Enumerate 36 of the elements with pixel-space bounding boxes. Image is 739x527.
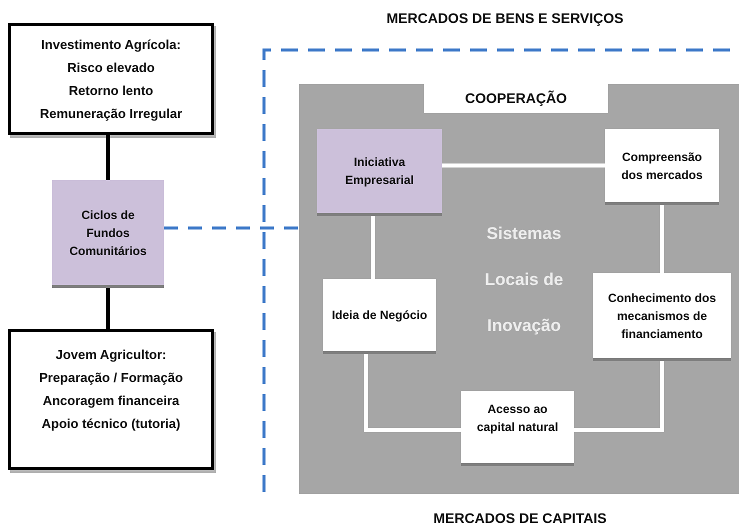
connector-line (574, 358, 664, 432)
box-text: Apoio técnico (tutoria) (42, 414, 180, 433)
connector-line (371, 213, 375, 279)
market-title: MERCADOS DE CAPITAIS (433, 510, 607, 526)
box-text: Risco elevado (67, 59, 155, 77)
process-box (461, 391, 574, 463)
connector-line (106, 135, 110, 180)
process-box (317, 129, 442, 213)
process-box (323, 279, 436, 351)
process-box (52, 180, 164, 285)
box-text: Acesso ao capital natural (476, 401, 560, 436)
connector-line (660, 202, 664, 273)
process-box (605, 129, 719, 202)
connector-line (364, 351, 461, 432)
process-box (593, 273, 731, 358)
info-box (8, 329, 214, 470)
connector-line (164, 226, 299, 230)
center-title: Sistemas Locais de Inovação (484, 223, 564, 337)
system-panel (299, 84, 739, 494)
box-text: Retorno lento (68, 82, 154, 100)
box-heading: Investimento Agrícola: (41, 36, 181, 54)
box-text: Compreensão dos mercados (620, 148, 704, 184)
box-heading: Jovem Agricultor: (56, 346, 166, 364)
box-text: Iniciativa Empresarial (344, 154, 415, 189)
box-text: Preparação / Formação (39, 368, 183, 387)
box-text: Ideia de Negócio (330, 307, 428, 324)
market-title: MERCADOS DE BENS E SERVIÇOS (386, 10, 624, 26)
box-text: Remuneração Irregular (40, 105, 182, 123)
info-box (8, 23, 214, 135)
box-text: Conhecimento dos mecanismos de financiamento (606, 290, 717, 342)
title-tab (424, 84, 608, 113)
box-text: Ancoragem financeira (42, 392, 180, 410)
box-text: Ciclos de Fundos Comunitários (68, 206, 148, 260)
connector-line (442, 164, 605, 168)
box-text: COOPERAÇÃO (465, 89, 567, 108)
connector-line (106, 285, 110, 329)
